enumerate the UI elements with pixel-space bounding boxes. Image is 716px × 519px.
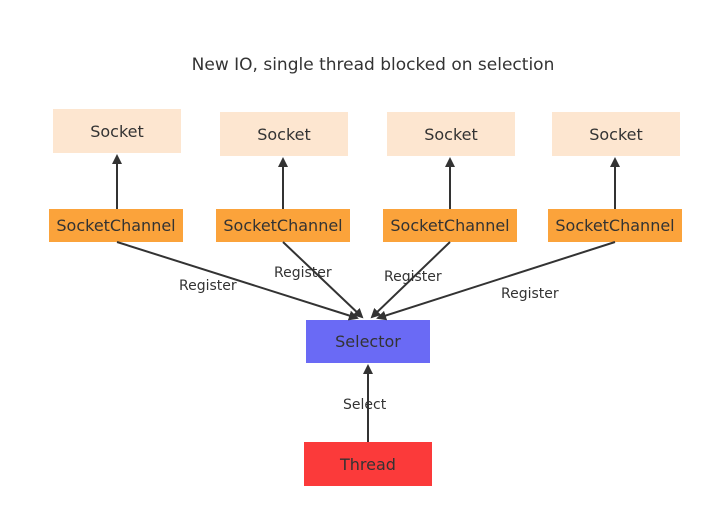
edge-channel3-selector — [370, 241, 451, 319]
socket-node-2: Socket — [220, 112, 348, 156]
socket-node-3: Socket — [387, 112, 515, 156]
selector-node: Selector — [306, 320, 430, 363]
edge-channel2-selector — [282, 241, 364, 319]
socket-node-4: Socket — [552, 112, 680, 156]
select-label: Select — [343, 397, 387, 413]
thread-node: Thread — [304, 442, 432, 486]
register-label-3: Register — [384, 269, 442, 285]
socketchannel-node-4: SocketChannel — [548, 209, 682, 242]
socketchannel-node-1: SocketChannel — [49, 209, 183, 242]
register-label-2: Register — [274, 265, 332, 281]
register-label-1: Register — [179, 278, 237, 294]
socketchannel-node-3: SocketChannel — [383, 209, 517, 242]
edge-channel1-selector — [116, 241, 359, 321]
socketchannel-node-2: SocketChannel — [216, 209, 350, 242]
edge-channel4-selector — [376, 241, 616, 321]
register-label-4: Register — [501, 286, 559, 302]
diagram-title: New IO, single thread blocked on selecti… — [191, 55, 555, 75]
socket-node-1: Socket — [53, 109, 181, 153]
